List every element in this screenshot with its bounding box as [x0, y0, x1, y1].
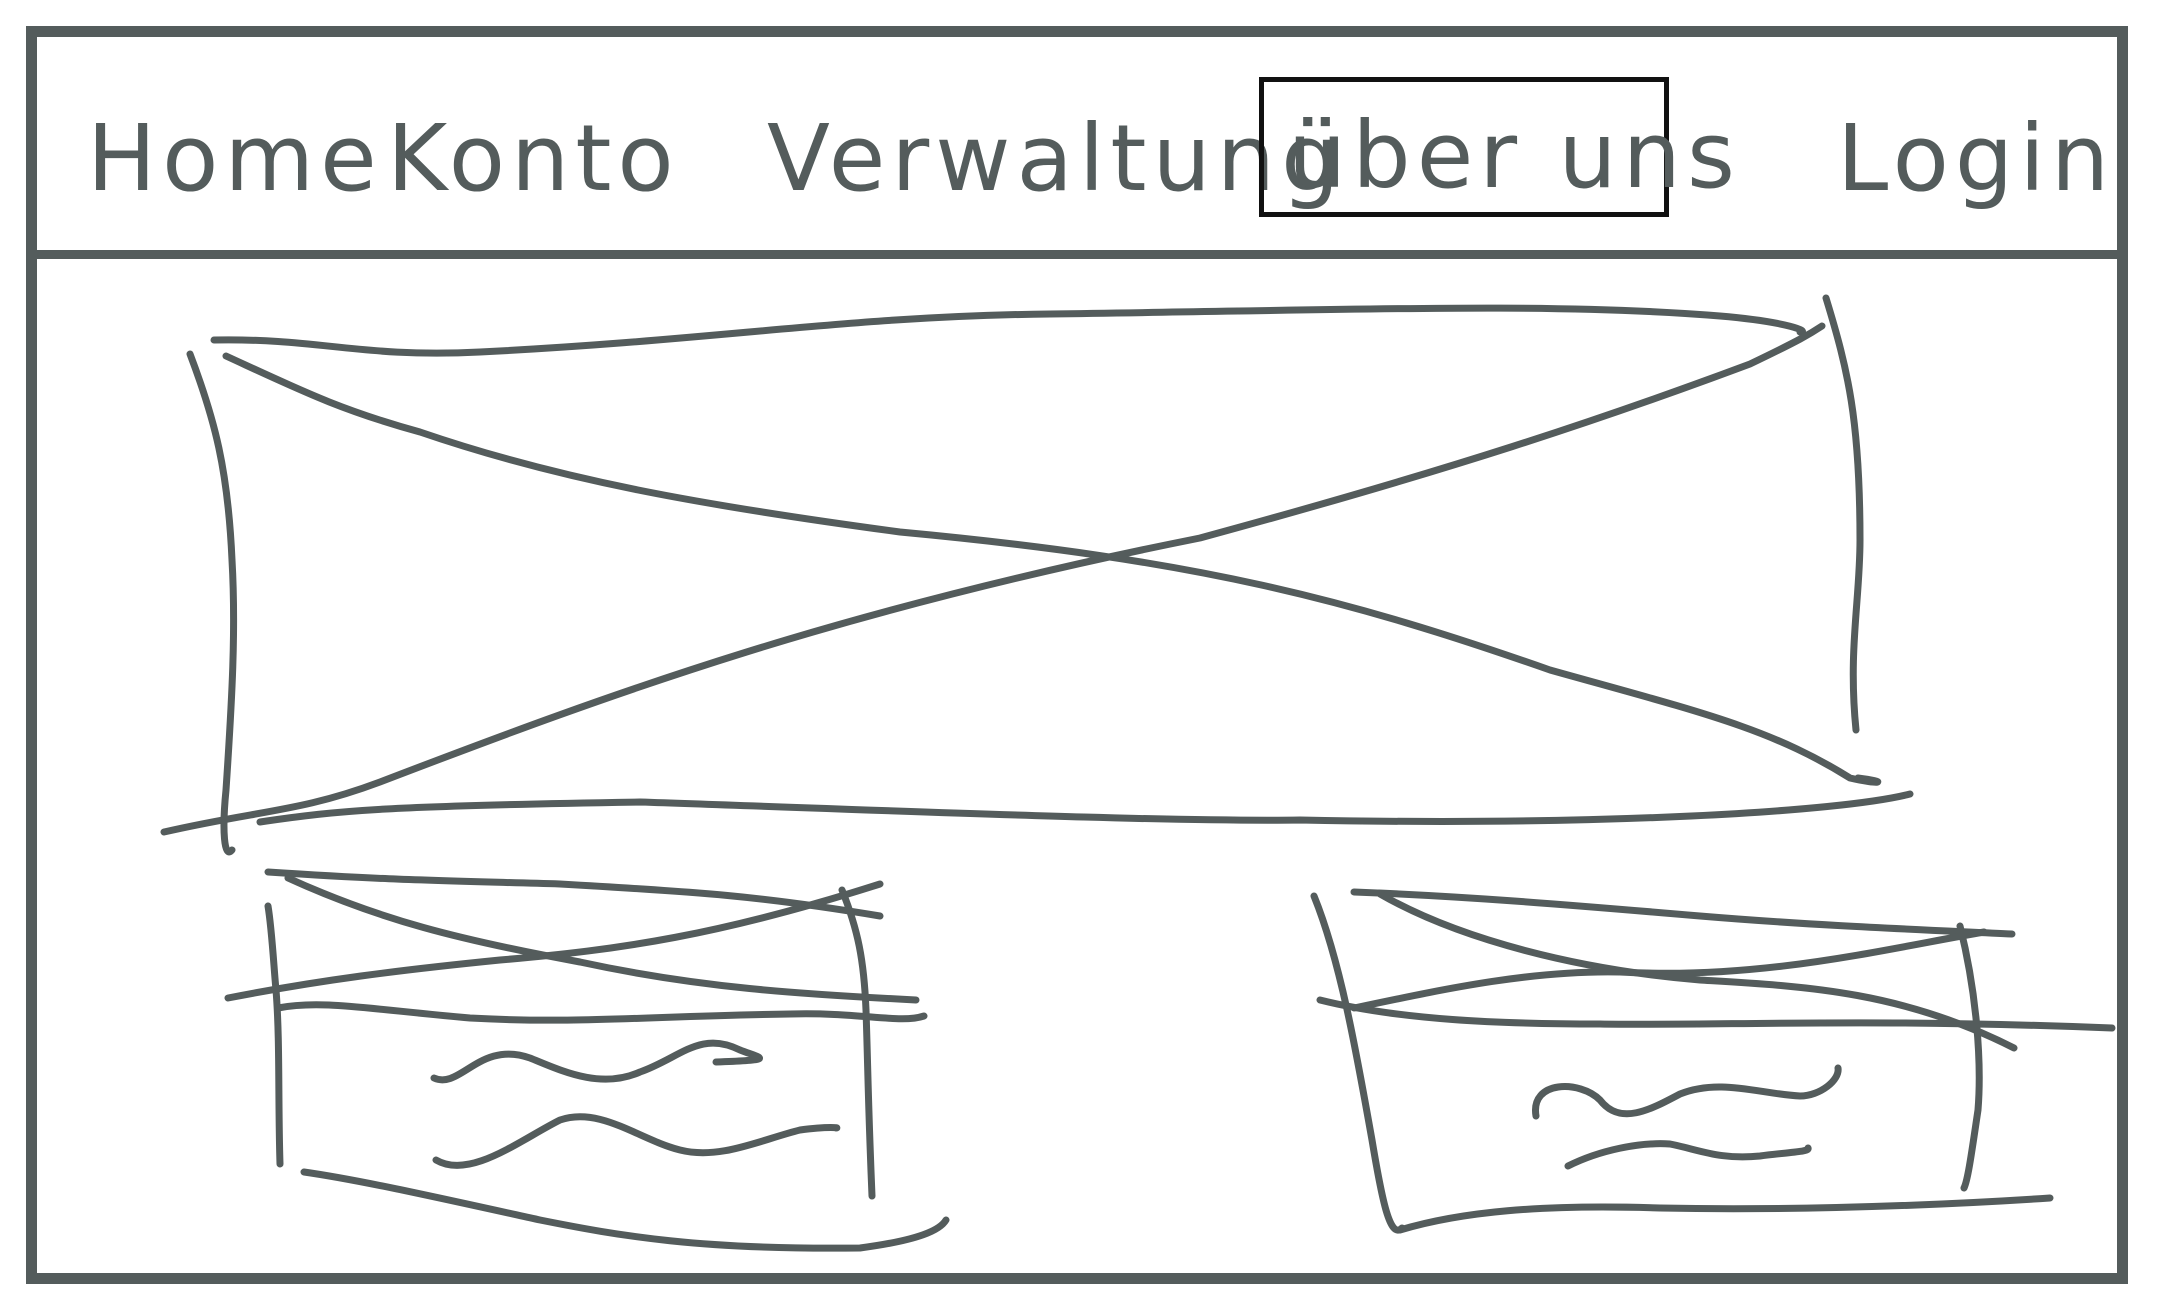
nav-item-ueber-uns-active[interactable]: über uns — [1259, 77, 1735, 217]
wireframe-frame: Home Konto Verwaltung über uns Login — [26, 26, 2128, 1284]
nav-item-verwaltung[interactable]: Verwaltung — [767, 105, 1346, 212]
nav-item-konto[interactable]: Konto — [387, 105, 680, 212]
navigation-bar: Home Konto Verwaltung über uns Login — [37, 37, 2117, 259]
nav-item-login[interactable]: Login — [1837, 105, 2116, 212]
nav-item-home[interactable]: Home — [87, 105, 383, 212]
